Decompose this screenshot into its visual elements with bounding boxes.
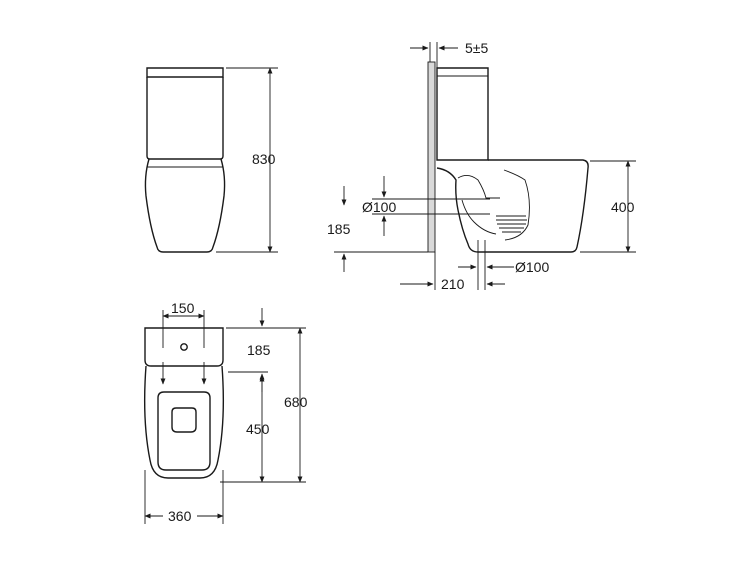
dim-side-outlet-distance-label: 210 [441, 276, 465, 292]
side-view: 5±5 Ø100 185 400 [327, 40, 636, 292]
side-trap-upper [457, 175, 500, 199]
side-trap-lower [461, 199, 497, 235]
dim-top-bowl-length: 450 [246, 375, 270, 483]
dim-top-width-label: 360 [168, 508, 192, 524]
side-wall-hatch [427, 61, 436, 253]
top-bowl-outline [143, 365, 225, 479]
dim-side-gap-label: 5±5 [465, 40, 488, 56]
dim-side-inlet-height-label: 185 [327, 221, 351, 237]
dim-side-inlet-diameter-label: Ø100 [362, 199, 396, 215]
front-cistern-lid [146, 67, 224, 78]
top-flush-button [180, 343, 188, 351]
dim-side-gap: 5±5 [410, 40, 488, 68]
dim-top-width: 360 [144, 470, 224, 524]
side-cistern [436, 67, 489, 161]
dim-front-height: 830 [216, 67, 278, 253]
dim-top-inlet-depth-label: 185 [247, 342, 271, 358]
top-inlet-markers [160, 310, 207, 385]
dim-top-inlet-spacing-label: 150 [171, 300, 195, 316]
dim-top-inlet-spacing: 150 [162, 300, 205, 319]
front-cistern-body [146, 77, 224, 160]
front-bowl-body [144, 158, 226, 253]
dim-front-height-label: 830 [252, 151, 276, 167]
dim-top-bowl-length-label: 450 [246, 421, 270, 437]
dim-side-inlet-height: 185 [327, 186, 428, 272]
top-bowl-opening [171, 407, 197, 433]
dim-side-seat-height-label: 400 [611, 199, 635, 215]
side-water-lines [496, 215, 527, 233]
dim-side-seat-height: 400 [580, 160, 636, 253]
top-seat-outer [157, 391, 211, 471]
top-cistern [144, 327, 224, 367]
dim-side-outlet-diameter-label: Ø100 [515, 259, 549, 275]
dim-top-total-length-label: 680 [284, 394, 308, 410]
dim-top-inlet-depth: 185 [226, 308, 306, 392]
top-view: 150 185 680 450 360 [143, 300, 308, 524]
side-bowl-body [436, 159, 589, 253]
front-view: 830 [144, 67, 278, 253]
dim-side-inlet-diameter: Ø100 [362, 176, 490, 236]
side-bowl-inner [503, 169, 530, 241]
dim-side-outlet: 210 Ø100 [400, 240, 549, 292]
